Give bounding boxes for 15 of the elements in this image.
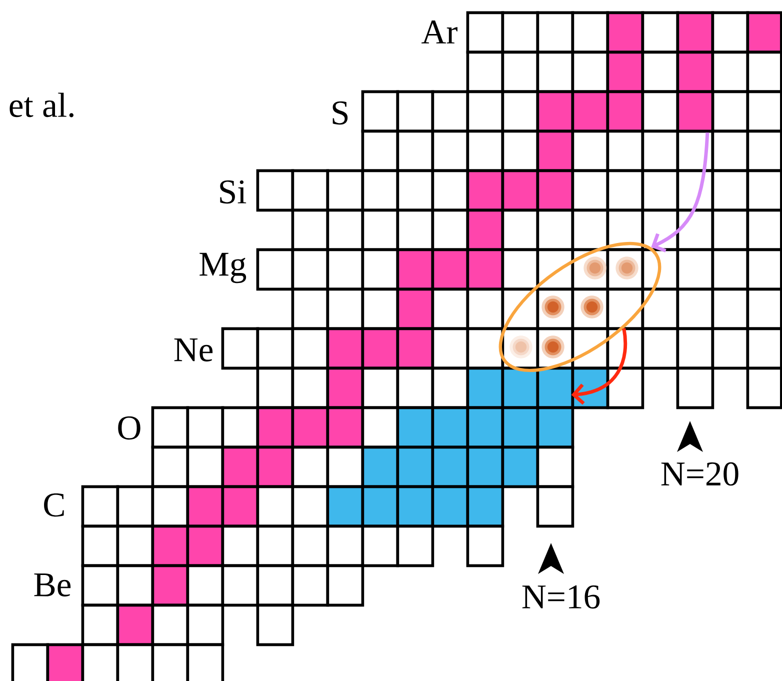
element-label: Mg — [200, 252, 246, 284]
neutron-number-label: N=16 — [522, 585, 600, 609]
element-label: Si — [220, 180, 246, 204]
caption-text: et al. — [10, 92, 74, 118]
element-label: Be — [34, 573, 71, 596]
element-label: S — [332, 101, 348, 125]
element-label: O — [118, 416, 140, 440]
arrow — [571, 328, 628, 405]
ellipse-outline — [498, 242, 662, 372]
neutron-number-label: N=20 — [661, 462, 738, 486]
arrow — [651, 132, 710, 252]
element-label: C — [44, 493, 64, 517]
element-label: Ne — [174, 338, 213, 362]
element-label: Ar — [422, 20, 458, 44]
nuclide-cell — [676, 90, 714, 133]
